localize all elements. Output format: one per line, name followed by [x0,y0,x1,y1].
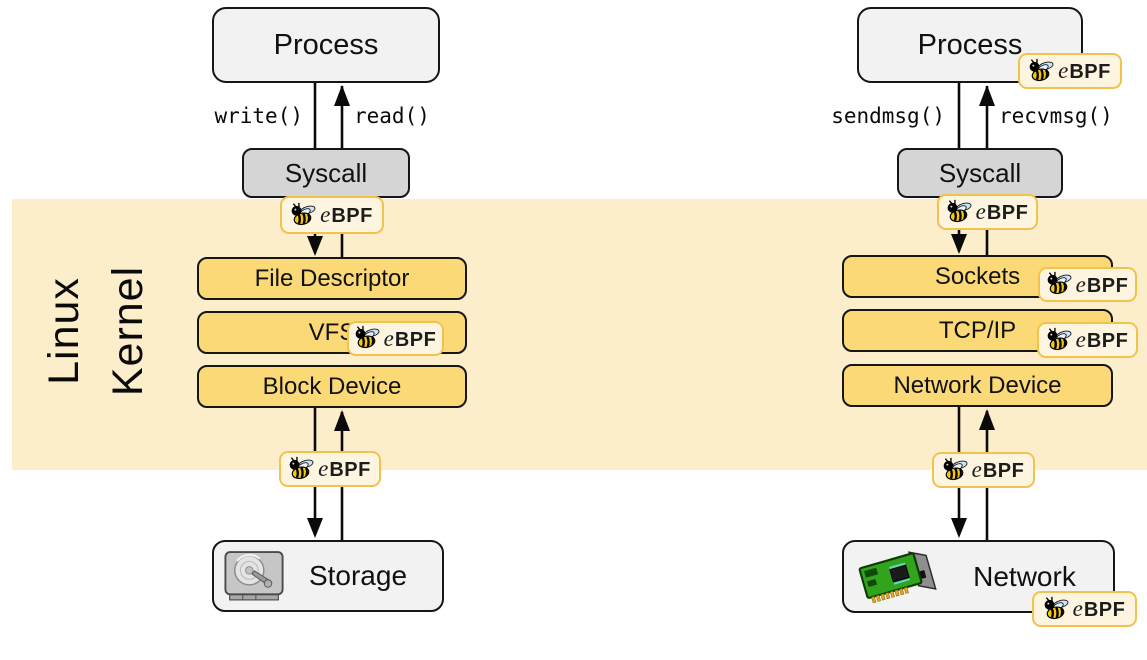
up-arrowhead [979,85,995,106]
storage-label: Storage [308,560,408,591]
ebpf-badge-block-device: eBPF [279,451,381,487]
ebpf-bee-icon [355,325,382,349]
storage-box: Storage [212,540,444,612]
ebpf-bee-icon [289,456,316,480]
ebpf-wordmark: eBPF [975,199,1029,224]
ebpf-badge-tcpip: eBPF [1037,322,1138,358]
ebpf-badge-syscall-network: eBPF [937,194,1038,230]
ebpf-badge-network-device: eBPF [932,452,1035,488]
ebpf-badge-sockets: eBPF [1038,267,1137,302]
ebpf-bee-icon [291,202,318,226]
layer-label: Sockets [934,262,1021,290]
up-arrowhead [979,409,995,430]
ebpf-badge-network: eBPF [1032,591,1137,627]
layer-box-network-device: Network Device [842,364,1113,407]
read-call-label: read() [354,104,430,128]
down-arrowhead [307,518,323,538]
down-arrowhead [307,236,323,256]
layer-label: File Descriptor [254,264,410,292]
layer-box-file-descriptor: File Descriptor [197,257,467,300]
process-label: Process [273,28,379,61]
syscall-box-network: Syscall [897,148,1063,198]
ebpf-wordmark: eBPF [1072,596,1126,621]
ebpf-badge-syscall-storage: eBPF [280,196,384,234]
ebpf-bee-icon [1044,596,1071,620]
process-label: Process [917,28,1023,61]
hard-disk-icon [224,550,284,602]
syscall-label: Syscall [284,157,368,188]
ebpf-wordmark: eBPF [320,202,373,227]
ebpf-bee-icon [1029,58,1056,82]
ebpf-badge-vfs: eBPF [347,321,444,356]
ebpf-wordmark: eBPF [1075,271,1129,297]
process-box-network: Process [857,7,1083,83]
up-arrowhead [334,85,350,106]
ebpf-badge-process-network: eBPF [1018,53,1122,89]
down-arrowhead [951,518,967,538]
up-arrowhead [334,410,350,431]
ebpf-wordmark: eBPF [1075,327,1129,352]
ebpf-bee-icon [1047,271,1074,295]
layer-label: TCP/IP [938,316,1017,344]
recvmsg-call-label: recvmsg() [999,104,1113,128]
layer-label: Network Device [893,371,1062,399]
down-arrowhead [951,234,967,254]
process-box-storage: Process [212,7,440,83]
syscall-box-storage: Syscall [242,148,410,198]
ebpf-wordmark: eBPF [383,325,437,351]
network-label: Network [973,560,1076,592]
ebpf-wordmark: eBPF [971,457,1025,482]
sendmsg-call-label: sendmsg() [831,104,945,128]
layer-label: Block Device [262,372,402,400]
layer-box-block-device: Block Device [197,365,467,408]
ebpf-bee-icon [943,457,970,481]
ebpf-bee-icon [1047,327,1074,351]
network-card-icon [854,546,946,608]
ebpf-wordmark: eBPF [1058,58,1111,83]
ebpf-wordmark: eBPF [318,456,371,481]
write-call-label: write() [214,104,303,128]
syscall-label: Syscall [938,157,1022,188]
ebpf-bee-icon [947,199,974,223]
